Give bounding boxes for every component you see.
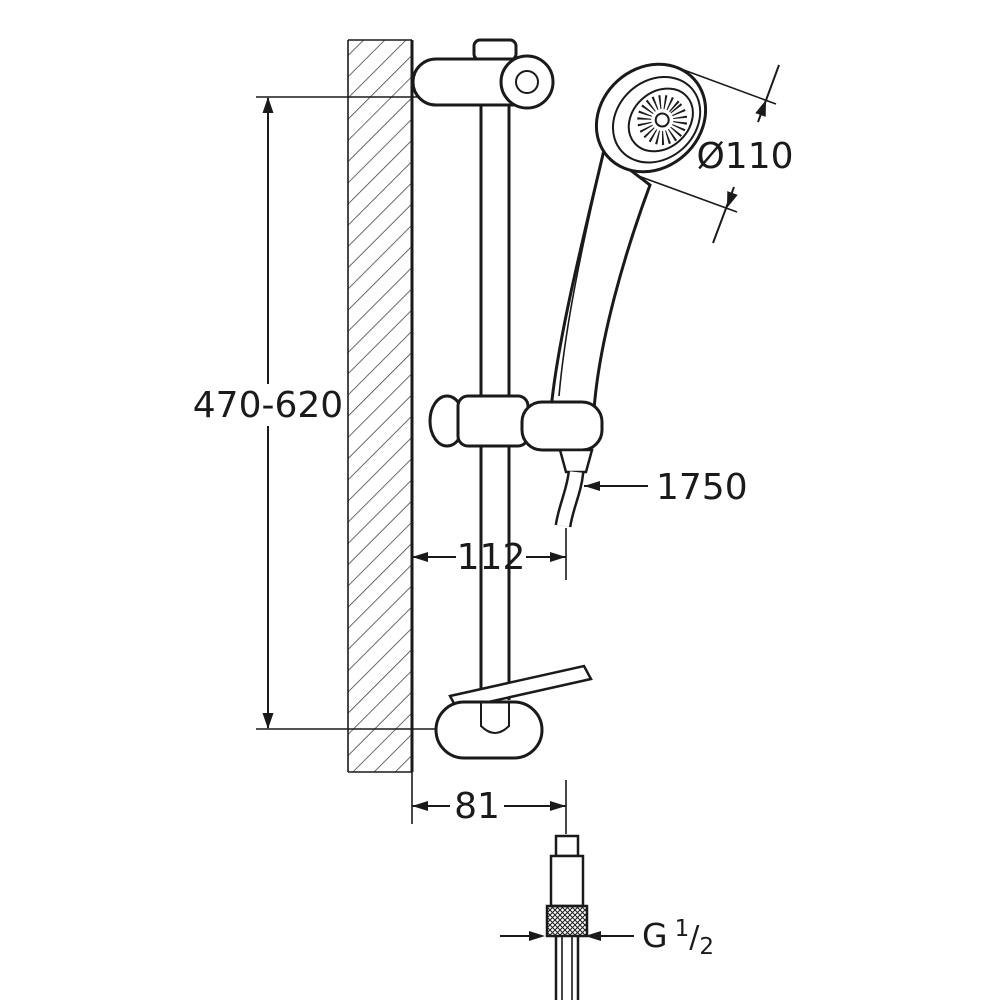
connector-neck xyxy=(554,834,580,858)
hand-shower xyxy=(548,62,708,452)
arrow-down-left-icon xyxy=(727,191,738,208)
head-diameter-ext-bottom xyxy=(632,173,738,213)
shower-rail xyxy=(472,38,518,700)
dim-rail-range: 470-620 xyxy=(193,97,343,729)
arrow-down-icon xyxy=(262,713,274,729)
shower-hose xyxy=(554,470,585,528)
extension-lines xyxy=(256,65,777,834)
head-diameter-label: Ø110 xyxy=(696,136,793,177)
rail-end-cap xyxy=(480,702,510,734)
slider-holder xyxy=(428,394,604,474)
shower-face-ring-inner xyxy=(627,87,694,153)
rail-top-cap xyxy=(472,38,518,62)
holder-arm xyxy=(520,400,604,452)
wall-hatch xyxy=(348,40,412,772)
hose-fill xyxy=(557,471,582,528)
top-bracket-hub xyxy=(499,54,555,110)
arrow-left-icon xyxy=(584,481,600,491)
head-diameter-ext-top xyxy=(672,65,777,105)
top-offset-label: 112 xyxy=(457,537,526,578)
bottom-bracket-body xyxy=(434,700,544,760)
shower-face-ring-outer xyxy=(611,75,702,164)
bottom-offset-label: 81 xyxy=(454,786,500,827)
shower-head xyxy=(594,62,708,174)
rail-range-label: 470-620 xyxy=(193,385,343,426)
hose-nut xyxy=(558,448,594,474)
dim-bottom-offset: 81 xyxy=(412,786,566,827)
holder-body xyxy=(456,394,530,448)
thread-numerator: 1 xyxy=(675,916,690,942)
arrow-right-icon xyxy=(550,801,566,811)
arrow-right-icon xyxy=(550,552,566,562)
hose-connector xyxy=(545,834,589,1000)
dim-top-offset: 112 xyxy=(412,537,566,578)
thread-prefix: G xyxy=(642,916,668,955)
hose-length-label: 1750 xyxy=(656,467,748,508)
thread-denominator: 2 xyxy=(699,934,714,960)
top-wall-bracket xyxy=(411,54,555,110)
dim-head-diameter: Ø110 xyxy=(696,64,794,244)
arrow-right-icon xyxy=(529,931,545,941)
bottom-wall-bracket xyxy=(434,700,544,760)
thread-slash: / xyxy=(689,920,700,955)
arrow-left-icon xyxy=(412,801,428,811)
arrow-up-right-icon xyxy=(755,100,766,117)
handle-accent-line xyxy=(558,181,598,397)
knurled-nut xyxy=(545,904,589,938)
arrow-up-icon xyxy=(262,97,274,113)
wall xyxy=(347,39,414,773)
connector-body xyxy=(549,854,585,908)
spray-hub xyxy=(654,112,670,128)
arrow-left-icon xyxy=(585,931,601,941)
arrow-left-icon xyxy=(412,552,428,562)
dim-hose-length: 1750 xyxy=(584,467,748,508)
top-bracket-screw xyxy=(515,70,539,94)
